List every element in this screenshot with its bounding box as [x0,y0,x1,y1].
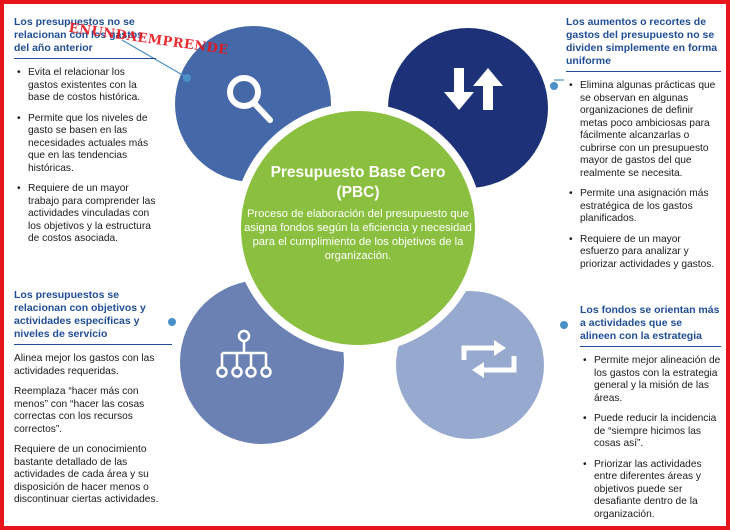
center-title-line2: (PBC) [336,184,380,201]
bottom-right-block: Los fondos se orientan más a actividades… [580,304,721,521]
up-down-arrows-icon [444,68,503,110]
center-title-line1: Presupuesto Base Cero [270,164,446,181]
bottom-left-heading: Los presupuestos se relacionan con objet… [14,289,172,345]
list-item: Requiere de un conocimiento bastante det… [14,444,159,505]
center-text: Presupuesto Base Cero (PBC) Proceso de e… [238,163,478,263]
list-item: Permite que los niveles de gasto se base… [14,113,156,176]
list-item: Reemplaza “hacer más con menos” con “hac… [14,386,145,435]
top-right-block: Los aumentos o recortes de gastos del pr… [566,16,721,271]
center-circle [241,111,475,345]
top-left-heading: Los presupuestos no se relacionan con lo… [14,16,156,59]
top-right-heading: Los aumentos o recortes de gastos del pr… [566,16,721,72]
list-item: Requiere de un mayor trabajo para compre… [14,183,156,246]
list-item: Requiere de un mayor esfuerzo para anali… [566,234,721,272]
diagram-canvas: Presupuesto Base Cero (PBC) Proceso de e… [8,8,721,521]
bottom-right-heading: Los fondos se orientan más a actividades… [580,304,721,347]
search-icon [227,75,273,123]
list-item: Alinea mejor los gastos con las activida… [14,353,155,377]
bottom-right-list: Permite mejor alineación de los gastos c… [580,355,721,521]
list-item: Priorizar las actividades entre diferent… [580,459,721,522]
hierarchy-icon [216,329,272,378]
list-item: Evita el relacionar los gastos existente… [14,67,156,105]
top-left-block: Los presupuestos no se relacionan con lo… [14,16,156,246]
circle-diagram [121,26,568,444]
connector-bottom-left [168,318,176,326]
bottom-left-list: Alinea mejor los gastos con las activida… [14,353,172,507]
top-right-list: Elimina algunas prácticas que se observa… [566,80,721,271]
top-left-list: Evita el relacionar los gastos existente… [14,67,156,246]
connector-top-right [550,79,564,90]
connector-bottom-right [560,321,568,329]
list-item: Permite mejor alineación de los gastos c… [580,355,721,405]
refresh-icon [461,340,517,378]
list-item: Elimina algunas prácticas que se observa… [566,80,721,180]
list-item: Permite una asignación más estratégica d… [566,188,721,226]
center-description: Proceso de elaboración del presupuesto q… [244,208,472,262]
bottom-left-block: Los presupuestos se relacionan con objet… [14,289,172,507]
list-item: Puede reducir la incidencia de “siempre … [580,413,721,451]
